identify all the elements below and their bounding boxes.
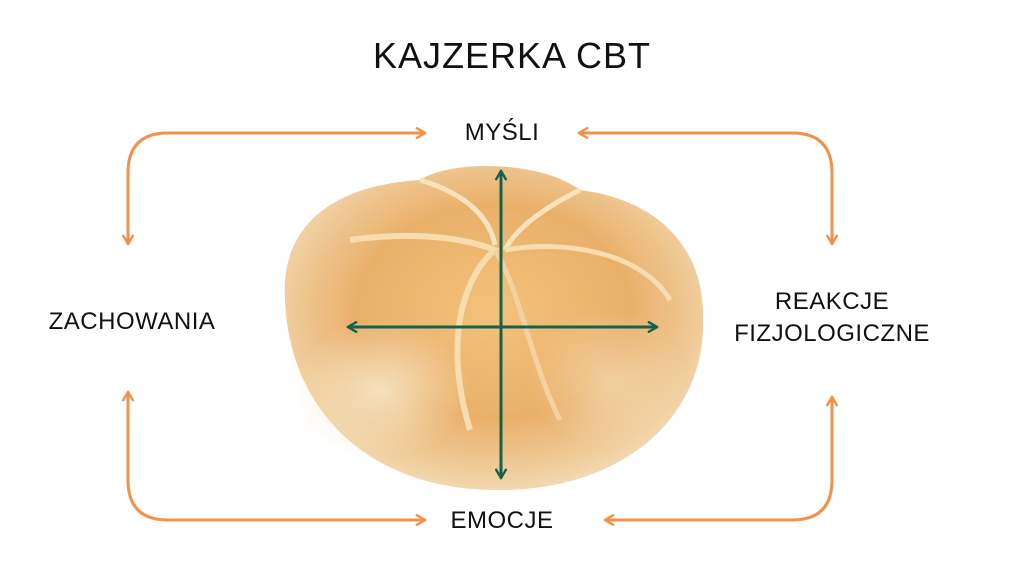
node-emocje: EMOCJE <box>450 507 554 534</box>
cross-arrows <box>346 169 659 480</box>
node-zachowania: ZACHOWANIA <box>48 308 216 335</box>
arrow-zachowania-emocje <box>122 390 427 526</box>
node-reakcje-line1: REAKCJE <box>774 288 890 315</box>
arrow-zachowania-mysli <box>122 126 427 246</box>
diagram-title: KAJZERKA CBT <box>372 35 652 76</box>
arrow-mysli-reakcje <box>577 126 838 246</box>
node-reakcje-line2: FIZJOLOGICZNE <box>734 320 930 347</box>
node-mysli: MYŚLI <box>464 119 540 146</box>
node-reakcje-fizjologiczne: REAKCJE FIZJOLOGICZNE <box>734 286 929 350</box>
cycle-arrows <box>122 126 838 526</box>
arrow-reakcje-emocje <box>603 395 838 526</box>
